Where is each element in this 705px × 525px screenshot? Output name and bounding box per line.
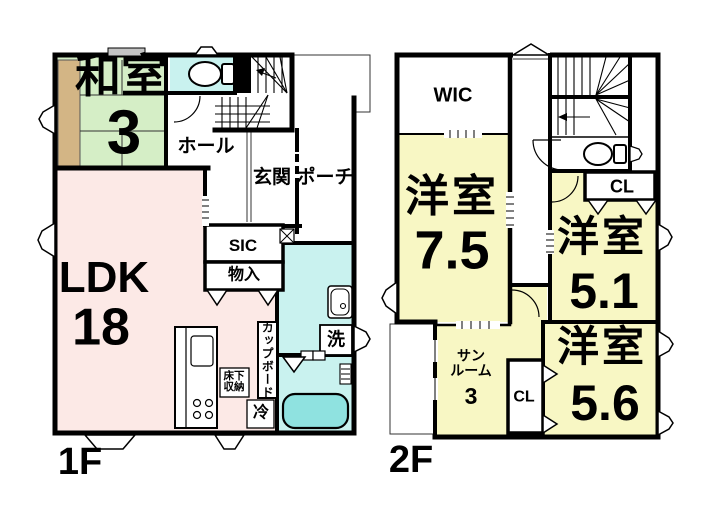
washbasin-icon: [327, 285, 353, 319]
toilet-door-arc-1f: [173, 95, 201, 123]
stair-arrow: [558, 113, 567, 121]
stairs-1f: [215, 56, 288, 129]
shower-panel-icon: [339, 363, 352, 385]
floor2-door-hatches: [432, 130, 554, 400]
floor2-label: 2F: [388, 439, 434, 482]
wall-block: [233, 55, 251, 93]
opening-marker: [256, 289, 280, 307]
storage-closet: [203, 260, 285, 292]
room-56: [543, 322, 658, 437]
ldk-size-label: 18: [72, 298, 130, 357]
floor1-label: 1F: [57, 441, 103, 484]
room75-label: 洋室: [405, 171, 499, 221]
kitchen-counter: [174, 326, 218, 429]
room51-label: 洋室: [556, 212, 648, 260]
room75-size-label: 7.5: [414, 220, 490, 281]
balcony: [389, 323, 436, 435]
sic-closet: [203, 223, 285, 264]
fridge-box: [246, 399, 275, 429]
sic-label: SIC: [228, 236, 258, 256]
storage-label: 物入: [227, 266, 261, 284]
sunroom: [435, 325, 510, 437]
cl-upper-label: CL: [610, 176, 634, 197]
underfloor-storage-label: 床下 収納: [223, 369, 245, 393]
hatched-box: [279, 228, 295, 244]
kitchen-sink: [190, 335, 214, 367]
bay-window-marker: [657, 222, 673, 253]
bay-window-marker: [657, 329, 674, 359]
opening-marker: [542, 363, 559, 385]
bay-window-marker: [353, 324, 371, 354]
window-marker: [510, 43, 552, 56]
window-marker: [629, 145, 643, 163]
washitsu-size-label: 3: [106, 98, 142, 168]
floor2-door-arcs: [511, 139, 579, 318]
room51-door-arc: [551, 175, 579, 203]
floor1-window-markers: [37, 46, 371, 450]
window-gray-bar: [107, 47, 146, 57]
room-56-entry: [510, 285, 547, 360]
fridge-label: 冷: [252, 404, 270, 422]
opening-marker: [634, 199, 658, 216]
washitsu-label: 和室: [75, 49, 167, 102]
bathtub-icon: [281, 392, 350, 430]
bath-folding-door: [300, 350, 326, 361]
ldk-label: LDK: [58, 252, 150, 302]
genkan-label: 玄関: [252, 167, 292, 189]
bay-window-marker: [657, 409, 674, 437]
floor2-window-markers: [381, 43, 674, 437]
bay-window-marker: [38, 103, 56, 136]
sliding-window-marker: [213, 434, 246, 450]
cupboard-box: [257, 321, 278, 399]
toilet-door-arc-2f: [532, 139, 564, 171]
stair-arrow: [256, 68, 265, 76]
cl-lower-closet: [506, 358, 545, 435]
room56-label: 洋室: [556, 322, 648, 370]
stairs-2f: [557, 56, 631, 136]
porch-roof-line: [294, 54, 371, 113]
sunroom-label: サン ルーム: [450, 347, 492, 378]
bay-window-marker: [37, 221, 56, 259]
wic-label: WIC: [433, 84, 473, 107]
porch-label: ポーチ: [296, 167, 354, 189]
opening-marker: [205, 289, 229, 307]
cl-upper-closet: [583, 170, 657, 202]
room56-door-arc: [511, 289, 540, 318]
sunroom-size-label: 3: [464, 382, 478, 409]
bay-window-marker: [381, 280, 398, 316]
entrance-door: [293, 152, 301, 186]
room56-size-label: 5.6: [570, 374, 640, 431]
cupboard-label: カップボード: [260, 321, 275, 399]
laundry-label: 洗: [327, 329, 345, 350]
ldk-hall-door: [202, 196, 209, 226]
cl-lower-label: CL: [513, 388, 535, 406]
laundry-box: [319, 324, 353, 356]
sliding-window-marker: [83, 434, 137, 450]
underfloor-storage-box: [219, 367, 250, 398]
opening-marker: [281, 356, 307, 374]
opening-marker: [586, 199, 610, 216]
room-75: [397, 134, 510, 322]
thin-outlines: [80, 54, 550, 435]
toilet-icon-1f: [188, 61, 235, 87]
window-marker: [193, 46, 220, 56]
room51-size-label: 5.1: [569, 262, 639, 319]
hall-label: ホール: [177, 136, 235, 158]
opening-marker: [542, 413, 559, 435]
toilet-icon-2f: [583, 142, 627, 166]
